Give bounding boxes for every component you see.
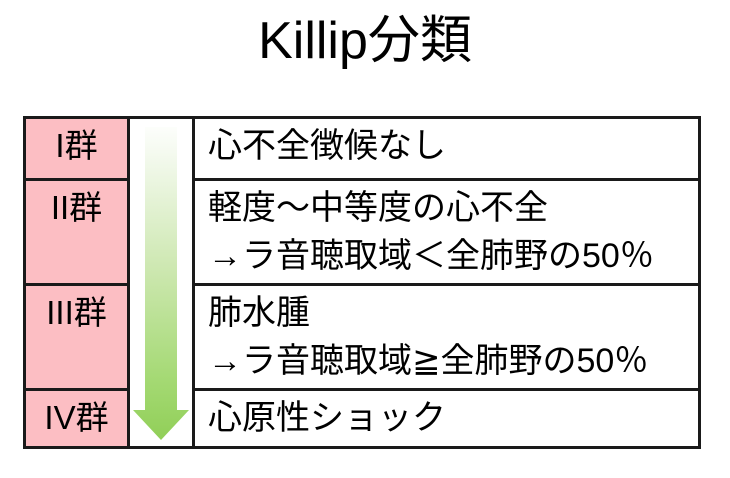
grade-cell-3: III群 [26,286,127,388]
severity-arrow-cell [130,119,192,446]
grade-label-2: II群 [50,189,103,226]
description-cell-2: 軽度～中等度の心不全 →ラ音聴取域＜全肺野の50％ [195,181,698,283]
grade-label-1: I群 [55,127,98,164]
description-cell-4: 心原性ショック [195,391,698,446]
grade-label-4: IV群 [44,399,109,436]
description-line: →ラ音聴取域≧全肺野の50％ [208,342,649,380]
description-line: 心不全徴候なし [208,127,446,165]
description-line: 心原性ショック [208,399,446,437]
description-line: →ラ音聴取域＜全肺野の50％ [208,237,654,275]
grade-label-3: III群 [46,294,107,331]
grade-cell-1: I群 [26,119,127,178]
grade-cell-2: II群 [26,181,127,283]
description-cell-3: 肺水腫 →ラ音聴取域≧全肺野の50％ [195,286,698,388]
description-cell-1: 心不全徴候なし [195,119,698,178]
down-arrow-icon [133,127,189,440]
grade-cell-4: IV群 [26,391,127,446]
description-line: 軽度～中等度の心不全 [208,189,548,227]
page-title: Killip分類 [258,12,472,70]
description-line: 肺水腫 [208,294,310,332]
killip-classification-table: I群 II群 III群 IV群 心不全徴候なし 軽度～中等度の心不全 [23,116,701,449]
